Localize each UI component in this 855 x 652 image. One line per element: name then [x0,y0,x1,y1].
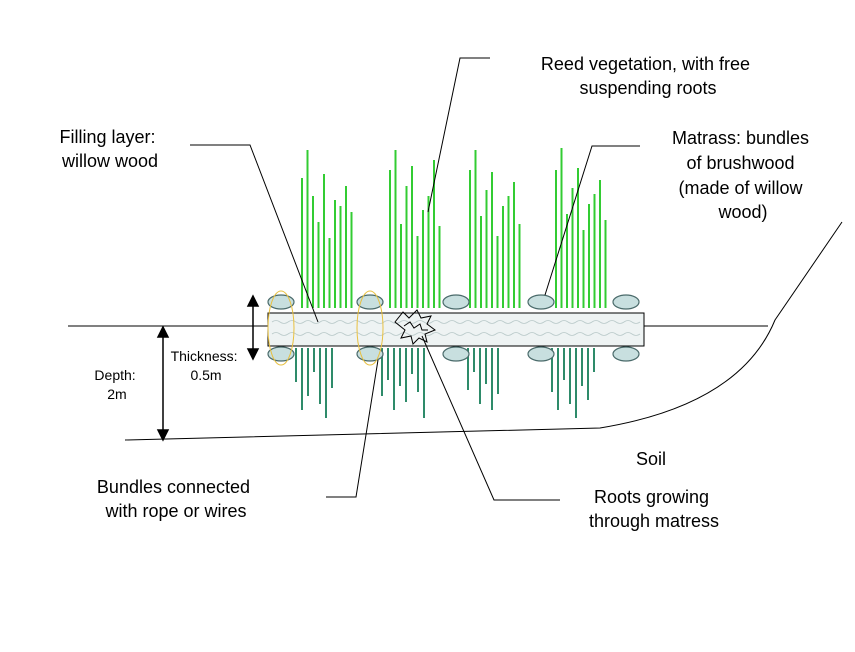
bundle-top-5 [612,294,640,310]
leader-roots [421,335,560,501]
bundle-bottom-4 [527,346,555,362]
depth-label-line-2: 2m [107,386,126,402]
soil-line [124,221,843,441]
bundle-bottom-3 [442,346,470,362]
thickness-label-line-1: Thickness: [171,348,238,364]
leader-reed [427,57,490,213]
bundle-top-3 [442,294,470,310]
roots-label: Roots growing through matress [589,487,719,531]
rope-loop-2 [356,290,384,366]
depth-label-line-1: Depth: [94,367,135,383]
matrass-label-line-2: of brushwood [686,153,794,173]
thickness-arrow [246,294,260,361]
bundles-label: Bundles connected with rope or wires [97,477,255,521]
matrass-label-line-3: (made of willow [678,178,803,198]
bundle-top-2 [356,294,384,310]
roots-through-mattress [394,309,437,345]
filling-label-line-1: Filling layer: [59,127,155,147]
depth-arrow [156,325,170,442]
bundle-top-1 [267,294,295,310]
leader-bundles [326,359,379,498]
thickness-label-line-2: 0.5m [190,367,221,383]
roots-label-line-2: through matress [589,511,719,531]
matrass-label-line-4: wood) [717,202,767,222]
brushwood-bundles [267,294,640,362]
bundle-bottom-1 [267,346,295,362]
filling-texture-2 [271,332,641,336]
reed-label-line-2: suspending roots [579,78,716,98]
roots-label-line-1: Roots growing [594,487,709,507]
bundles-label-line-1: Bundles connected [97,477,250,497]
reed-vegetation [301,148,607,308]
filling-label-line-2: willow wood [61,151,158,171]
bundles-label-line-2: with rope or wires [104,501,246,521]
bundle-bottom-2 [356,346,384,362]
mattress-body [267,312,645,347]
matrass-label-line-1: Matrass: bundles [672,128,809,148]
leader-lines [190,57,640,501]
filling-texture [271,320,641,324]
leader-filling [190,144,319,323]
rope-loop-1 [267,290,295,366]
reed-label-line-1: Reed vegetation, with free [541,54,750,74]
bundle-top-4 [527,294,555,310]
matrass-label: Matrass: bundles of brushwood (made of w… [672,128,814,222]
filling-label: Filling layer: willow wood [59,127,160,171]
reed-label: Reed vegetation, with free suspending ro… [541,54,755,98]
leader-matrass [544,145,640,296]
soil-label: Soil [636,449,666,469]
thickness-label: Thickness: 0.5m [171,348,242,383]
bundle-bottom-5 [612,346,640,362]
depth-label: Depth: 2m [94,367,139,402]
